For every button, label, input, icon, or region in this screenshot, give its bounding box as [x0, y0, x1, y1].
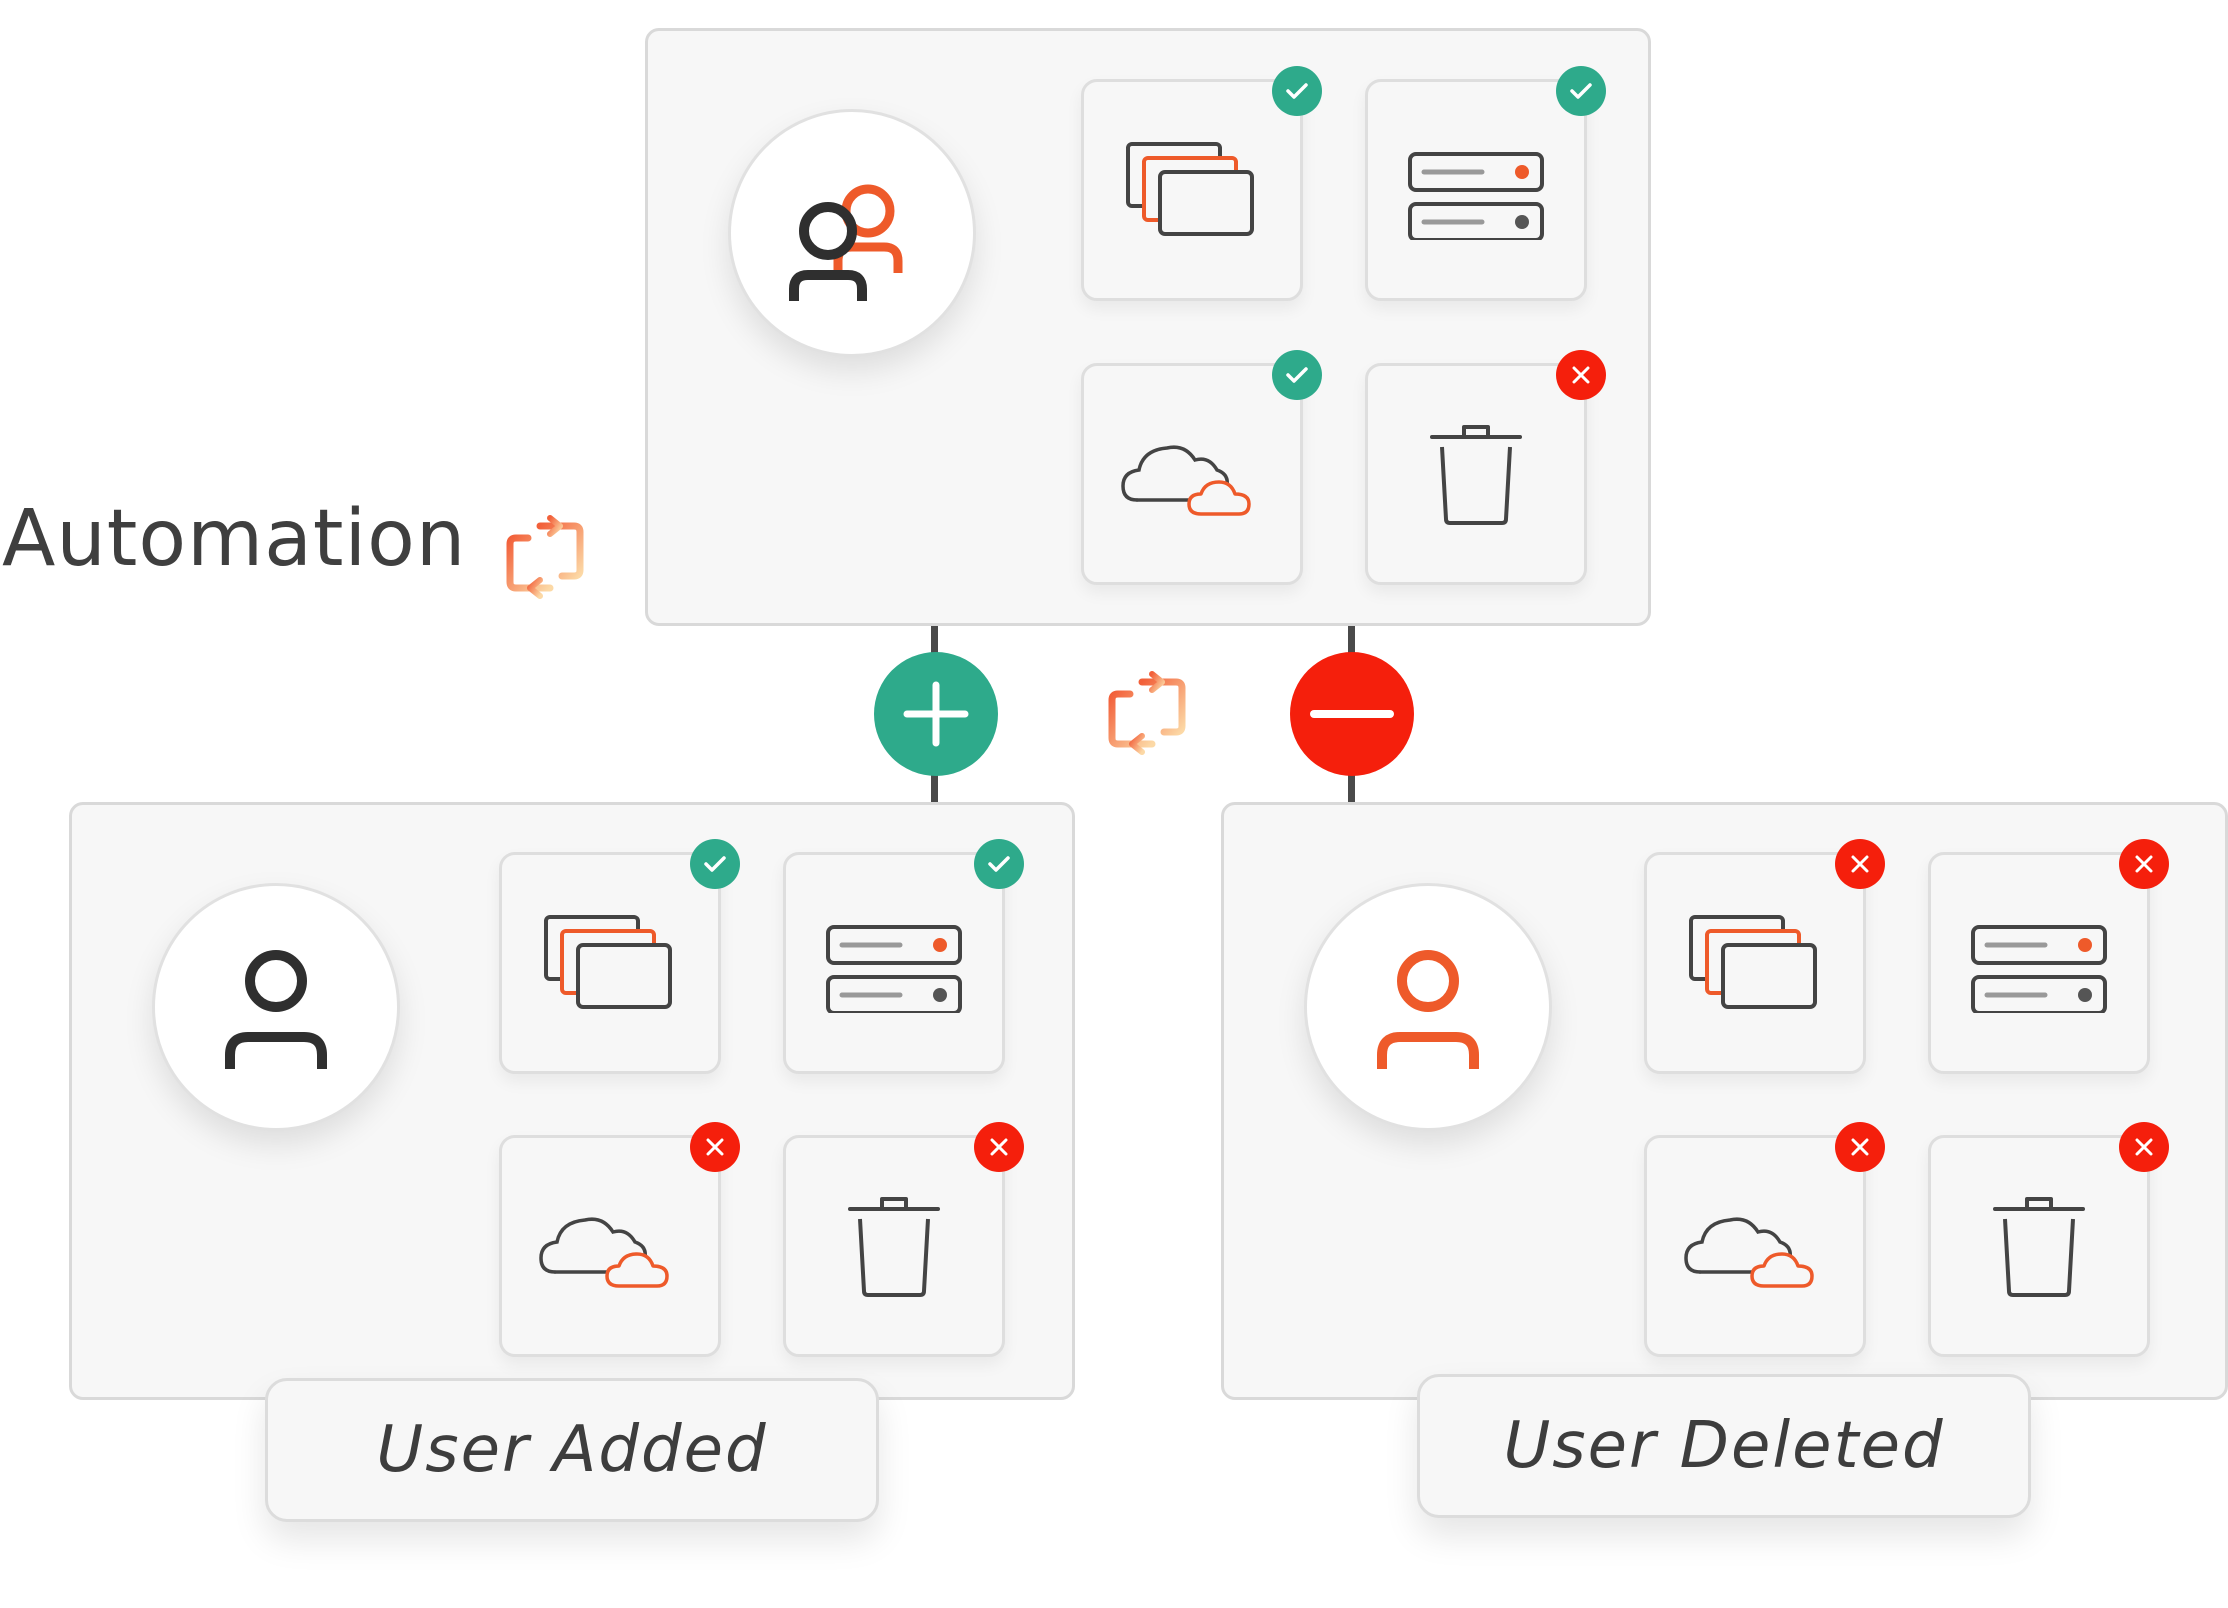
- status-ok-badge: [690, 839, 740, 889]
- status-ok-badge: [1272, 350, 1322, 400]
- minus-icon: [1310, 710, 1394, 718]
- check-icon: [1286, 83, 1308, 99]
- user-added-label: User Added: [265, 1378, 879, 1522]
- check-icon: [988, 856, 1010, 872]
- user-deleted-label-text: User Deleted: [1503, 1409, 1945, 1483]
- added-trash-tile[interactable]: [783, 1122, 1024, 1357]
- added-server-tile[interactable]: [783, 839, 1024, 1074]
- automation-heading: Automation: [2, 500, 466, 578]
- x-icon: [1851, 1138, 1869, 1156]
- x-icon: [706, 1138, 724, 1156]
- server-icon: [1408, 152, 1544, 240]
- user-added-panel: [69, 802, 1075, 1400]
- remove-user-button[interactable]: [1290, 652, 1414, 776]
- status-error-badge: [1835, 1122, 1885, 1172]
- group-trash-tile[interactable]: [1365, 350, 1606, 585]
- status-ok-badge: [1556, 66, 1606, 116]
- windows-icon: [1126, 142, 1254, 236]
- status-error-badge: [2119, 1122, 2169, 1172]
- cloud-icon: [1684, 1217, 1814, 1288]
- sync-icon: [1108, 671, 1186, 755]
- status-error-badge: [2119, 839, 2169, 889]
- x-icon: [1572, 366, 1590, 384]
- check-icon: [1286, 367, 1308, 383]
- status-ok-badge: [974, 839, 1024, 889]
- cloud-icon: [539, 1217, 669, 1288]
- user-deleted-panel: [1221, 802, 2228, 1400]
- user-icon: [1377, 950, 1479, 1069]
- x-icon: [2135, 1138, 2153, 1156]
- x-icon: [990, 1138, 1008, 1156]
- group-panel: [645, 28, 1651, 626]
- add-user-button[interactable]: [874, 652, 998, 776]
- group-windows-tile[interactable]: [1081, 66, 1322, 301]
- user-group-icon: [789, 184, 903, 301]
- check-icon: [1570, 83, 1592, 99]
- group-avatar: [728, 109, 976, 357]
- deleted-trash-tile[interactable]: [1928, 1122, 2169, 1357]
- trash-icon: [1993, 1197, 2085, 1297]
- server-icon: [826, 925, 962, 1013]
- user-deleted-label: User Deleted: [1417, 1374, 2031, 1518]
- server-icon: [1971, 925, 2107, 1013]
- check-icon: [704, 856, 726, 872]
- cloud-icon: [1121, 445, 1251, 516]
- automation-heading-label: Automation: [2, 494, 467, 584]
- windows-icon: [1689, 915, 1817, 1009]
- windows-icon: [544, 915, 672, 1009]
- status-error-badge: [974, 1122, 1024, 1172]
- status-error-badge: [1556, 350, 1606, 400]
- user-icon: [225, 950, 327, 1069]
- x-icon: [1851, 855, 1869, 873]
- added-cloud-tile[interactable]: [499, 1122, 740, 1357]
- x-icon: [2135, 855, 2153, 873]
- deleted-windows-tile[interactable]: [1644, 839, 1885, 1074]
- plus-icon: [903, 681, 969, 747]
- added-user-avatar: [152, 883, 400, 1131]
- trash-icon: [848, 1197, 940, 1297]
- group-cloud-tile[interactable]: [1081, 350, 1322, 585]
- deleted-server-tile[interactable]: [1928, 839, 2169, 1074]
- trash-icon: [1430, 425, 1522, 525]
- status-error-badge: [1835, 839, 1885, 889]
- status-ok-badge: [1272, 66, 1322, 116]
- status-error-badge: [690, 1122, 740, 1172]
- group-server-tile[interactable]: [1365, 66, 1606, 301]
- deleted-cloud-tile[interactable]: [1644, 1122, 1885, 1357]
- heading-sync-icon: [506, 515, 584, 599]
- deleted-user-avatar: [1304, 883, 1552, 1131]
- added-windows-tile[interactable]: [499, 839, 740, 1074]
- user-added-label-text: User Added: [376, 1413, 768, 1487]
